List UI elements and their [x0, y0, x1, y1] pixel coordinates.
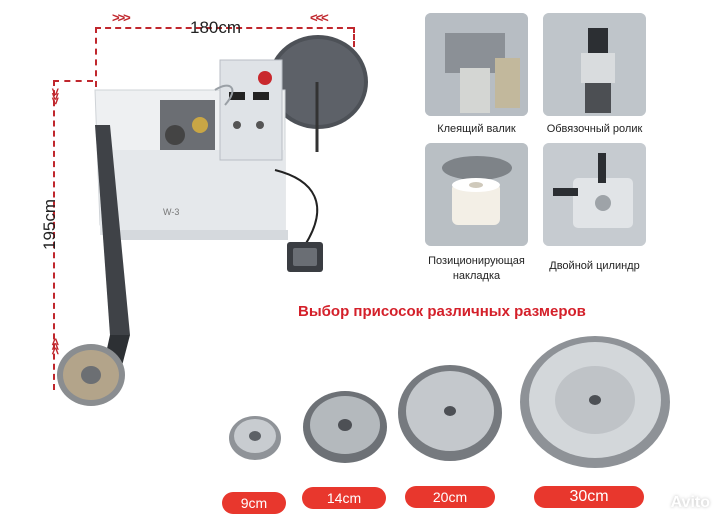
machine-model-label: W-3	[163, 207, 179, 217]
double-cylinder-caption: Двойной цилиндр	[549, 260, 640, 272]
size-tag-14cm: 14cm	[302, 487, 386, 509]
height-dimension-top-tick	[53, 80, 93, 82]
width-dimension-left-tick	[95, 27, 97, 87]
double-cylinder-icon	[543, 143, 646, 246]
double-cylinder-photo	[543, 143, 646, 246]
width-label: 180cm	[190, 18, 242, 37]
watermark-logo: Avito	[671, 494, 710, 512]
positioning-pad-caption: Позиционирующая накладка	[428, 255, 525, 282]
glue-roller-icon	[425, 13, 528, 116]
positioning-pad-icon	[425, 143, 528, 246]
height-arrow-top-icon: >>>	[48, 88, 63, 102]
height-dimension-line	[53, 80, 55, 390]
glue-roller-caption: Клеящий валик	[437, 123, 516, 135]
strapping-roller-photo	[543, 13, 646, 116]
width-dimension-line	[95, 27, 353, 29]
size-tag-9cm: 9cm	[222, 492, 286, 514]
positioning-pad-photo	[425, 143, 528, 246]
width-arrow-right-icon: <<<	[310, 10, 329, 25]
size-tag-30cm: 30cm	[534, 486, 644, 508]
size-tag-20cm: 20cm	[405, 486, 495, 508]
glue-roller-photo	[425, 13, 528, 116]
machine-illustration: W-3	[57, 35, 368, 406]
width-dimension-right-tick	[353, 27, 355, 47]
suction-heading: Выбор присосок различных размеров	[298, 303, 586, 320]
suction-cups-illustration	[229, 336, 670, 468]
width-arrow-left-icon: >>>	[112, 10, 131, 25]
height-arrow-bottom-icon: <<<	[48, 338, 63, 352]
strapping-roller-caption: Обвязочный ролик	[546, 123, 643, 135]
strapping-roller-icon	[543, 13, 646, 116]
watermark-text: Avito	[670, 494, 710, 511]
